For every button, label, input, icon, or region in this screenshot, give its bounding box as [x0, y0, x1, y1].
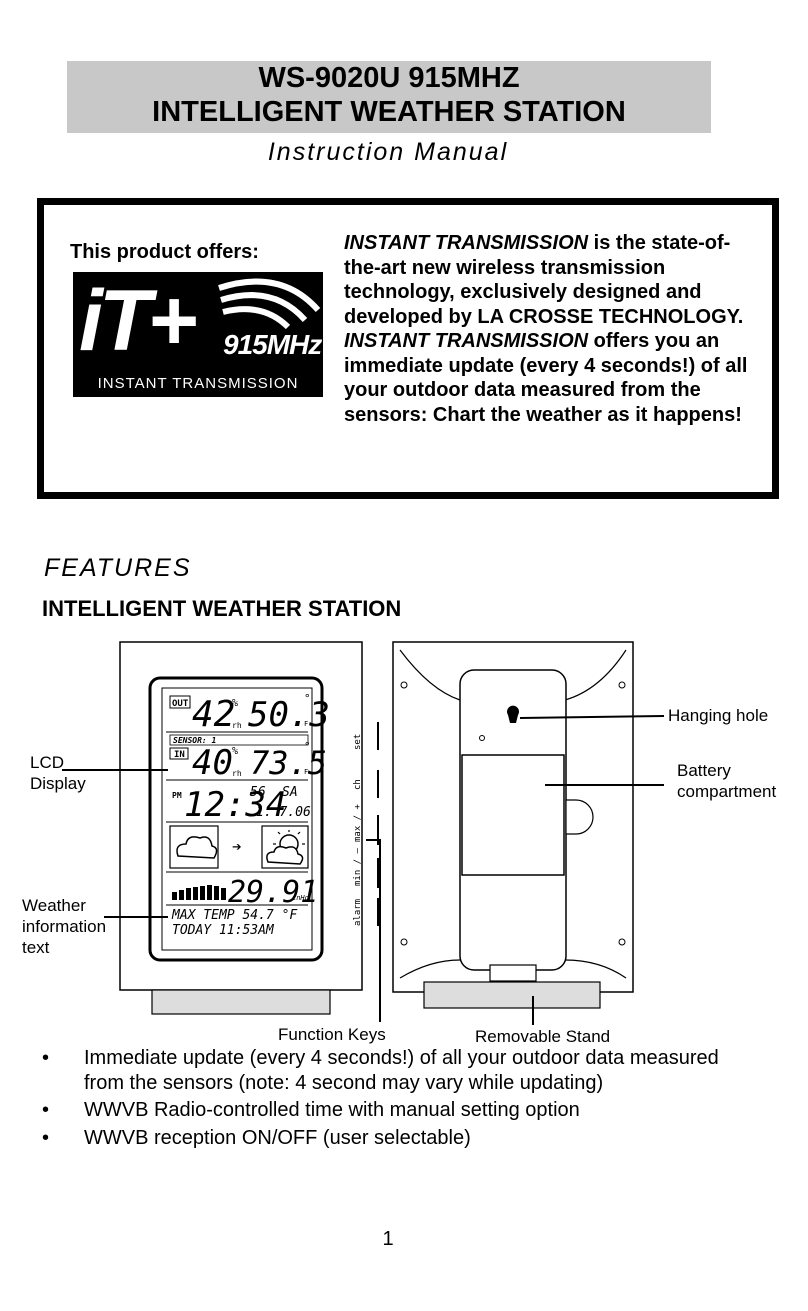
- subtitle: Instruction Manual: [267, 138, 509, 166]
- key-label-min: min / –: [353, 847, 363, 886]
- lcd-in-temp: 73.5: [250, 744, 327, 782]
- lcd-time: 12:34: [184, 785, 286, 825]
- lcd-pressure-unit: inHg: [292, 894, 309, 902]
- logo-frequency: 915MHz: [223, 329, 322, 360]
- cloudy-icon: [176, 836, 218, 859]
- lcd-in-humidity: 40: [192, 743, 233, 783]
- product-drawing: OUT 42 % rh 50.3 ° F SENSOR: 1 IN 40 % r…: [62, 641, 665, 1025]
- offer-label: This product offers:: [70, 241, 259, 263]
- callout-battery: Battery compartment: [677, 761, 777, 801]
- key-label-ch: ch: [353, 779, 363, 790]
- lcd-date: 1. 7.06: [256, 805, 311, 820]
- features-heading: FEATURES: [44, 554, 192, 582]
- it-plus-logo: iT+ 915MHz INSTANT TRANSMISSION: [73, 272, 323, 397]
- svg-text:F: F: [304, 768, 308, 776]
- section-heading: INTELLIGENT WEATHER STATION: [42, 596, 402, 621]
- back-view: [392, 641, 634, 1009]
- lcd-sensor-label: SENSOR: 1: [173, 736, 216, 745]
- callout-hanging-hole: Hanging hole: [668, 706, 769, 725]
- pressure-history-bars: [172, 885, 226, 900]
- page-number: 1: [382, 1228, 394, 1250]
- key-label-alarm: alarm: [353, 899, 363, 926]
- offer-emphasis-2: INSTANT TRANSMISSION: [344, 330, 589, 352]
- lcd-in-label: IN: [174, 750, 185, 760]
- trend-arrow-icon: ➔: [232, 837, 242, 856]
- lcd-pressure: 29.91: [228, 875, 318, 910]
- lcd-out-temp: 50.3: [248, 695, 330, 735]
- lcd-unit-f: F: [304, 720, 308, 728]
- svg-text:%: %: [232, 746, 238, 757]
- signal-waves-icon: [218, 278, 321, 330]
- callout-lcd: LCD Display: [30, 753, 86, 793]
- logo-main-text: iT+: [79, 273, 198, 369]
- callout-function-keys: Function Keys: [278, 1025, 386, 1044]
- offer-box: This product offers: iT+ 915MHz INSTANT …: [37, 198, 779, 499]
- offer-text-part-1: is the state-of-the-art new wireless tra…: [344, 232, 744, 328]
- hanging-hole-icon: [507, 705, 519, 723]
- front-view: OUT 42 % rh 50.3 ° F SENSOR: 1 IN 40 % r…: [119, 641, 379, 1015]
- lcd-out-humidity: 42: [192, 694, 235, 735]
- lcd-day: SA: [282, 785, 298, 800]
- lcd-unit-deg: °: [304, 692, 311, 705]
- product-figure: OUT 42 % rh 50.3 ° F SENSOR: 1 IN 40 % r…: [0, 630, 808, 1050]
- title-line-1: WS-9020U 915MHZ: [258, 62, 520, 94]
- list-item: •Immediate update (every 4 seconds!) of …: [42, 1047, 719, 1094]
- lcd-out-label: OUT: [172, 699, 189, 709]
- svg-text:°: °: [304, 740, 311, 753]
- logo-subtitle: INSTANT TRANSMISSION: [97, 375, 299, 392]
- lcd-seconds: 56: [250, 785, 266, 800]
- offer-text-part-2: offers you an immediate update (every 4 …: [344, 330, 748, 426]
- lcd-unit-percent: %: [232, 698, 238, 709]
- lcd-pm-label: PM: [172, 791, 182, 800]
- list-item: •WWVB Radio-controlled time with manual …: [42, 1099, 580, 1121]
- callout-removable-stand: Removable Stand: [475, 1027, 611, 1046]
- title-band: WS-9020U 915MHZ INTELLIGENT WEATHER STAT…: [67, 61, 711, 133]
- removable-stand: [423, 981, 601, 1009]
- key-label-max: max / +: [353, 803, 363, 842]
- partly-cloudy-icon: [266, 845, 304, 865]
- lcd-info-line-1: MAX TEMP 54.7 °F: [171, 908, 298, 923]
- lcd-unit-rh: rh: [232, 721, 242, 730]
- offer-emphasis-1: INSTANT TRANSMISSION: [344, 232, 589, 254]
- feature-list: •Immediate update (every 4 seconds!) of …: [42, 1046, 762, 1153]
- lcd-info-line-2: TODAY 11:53AM: [172, 923, 275, 938]
- battery-cover: [461, 754, 565, 876]
- title-line-2: INTELLIGENT WEATHER STATION: [152, 96, 626, 128]
- offer-description: INSTANT TRANSMISSION is the state-of-the…: [344, 231, 756, 427]
- key-label-set: set: [353, 734, 363, 750]
- list-item: •WWVB reception ON/OFF (user selectable): [42, 1126, 471, 1149]
- callout-weather-text: Weather information text: [22, 896, 107, 957]
- svg-text:rh: rh: [232, 769, 242, 778]
